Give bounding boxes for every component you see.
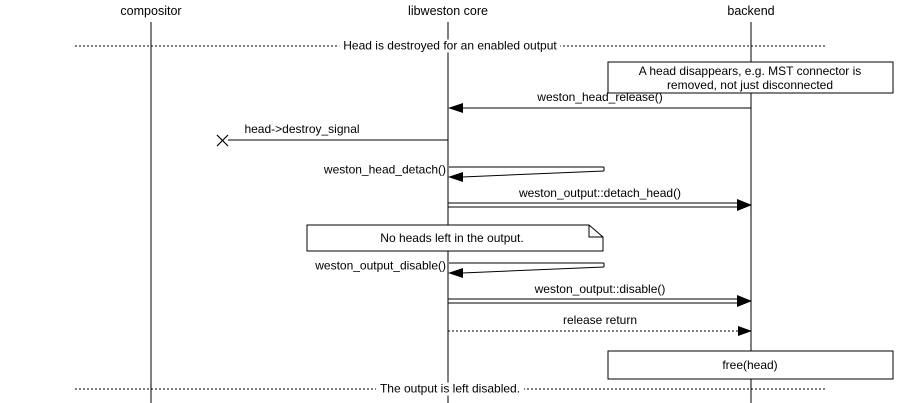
- msg-label-weston-head-detach: weston_head_detach(): [323, 162, 446, 177]
- note-free-head-box: [607, 350, 894, 380]
- msg-output-disable-arrowhead: [737, 295, 752, 307]
- msg-weston-output-disable-arrowhead: [448, 268, 463, 278]
- msg-label-weston-output-detach-head: weston_output::detach_head(): [518, 186, 682, 200]
- note-no-heads-left-text: No heads left in the output.: [380, 231, 524, 245]
- note-no-heads-left-box: [306, 224, 604, 252]
- msg-detach-head-arrowhead: [737, 199, 752, 211]
- msg-label-weston-head-release: weston_head_release(): [537, 90, 663, 104]
- note-no-heads-left-fold: [588, 225, 603, 238]
- actor-label-compositor[interactable]: compositor: [120, 4, 182, 18]
- msg-label-weston-output-disable-impl: weston_output::disable(): [534, 282, 666, 296]
- msg-weston-head-detach-self: [448, 166, 605, 182]
- note-head-disappears-text: A head disappears, e.g. MST connector is…: [638, 64, 862, 92]
- msg-weston-head-release-arrowhead: [448, 103, 463, 113]
- msg-label-head-destroy-signal: head->destroy_signal: [244, 122, 360, 136]
- msg-weston-output-disable-self: [448, 262, 605, 278]
- msg-release-return-arrowhead: [738, 326, 752, 336]
- actor-label-backend[interactable]: backend: [727, 4, 775, 18]
- note-free-head-text: free(head): [722, 358, 778, 372]
- msg-label-release-return: release return: [562, 313, 638, 327]
- divider-bottom-label: The output is left disabled.: [375, 382, 525, 396]
- actor-label-libweston-core[interactable]: libweston core: [408, 4, 488, 18]
- note-head-disappears-box: [607, 61, 894, 94]
- msg-weston-head-detach-arrowhead: [448, 172, 463, 182]
- divider-top-label: Head is destroyed for an enabled output: [339, 39, 561, 53]
- msg-label-weston-output-disable: weston_output_disable(): [315, 258, 446, 273]
- msg-head-destroy-signal-cross-b: [216, 134, 229, 147]
